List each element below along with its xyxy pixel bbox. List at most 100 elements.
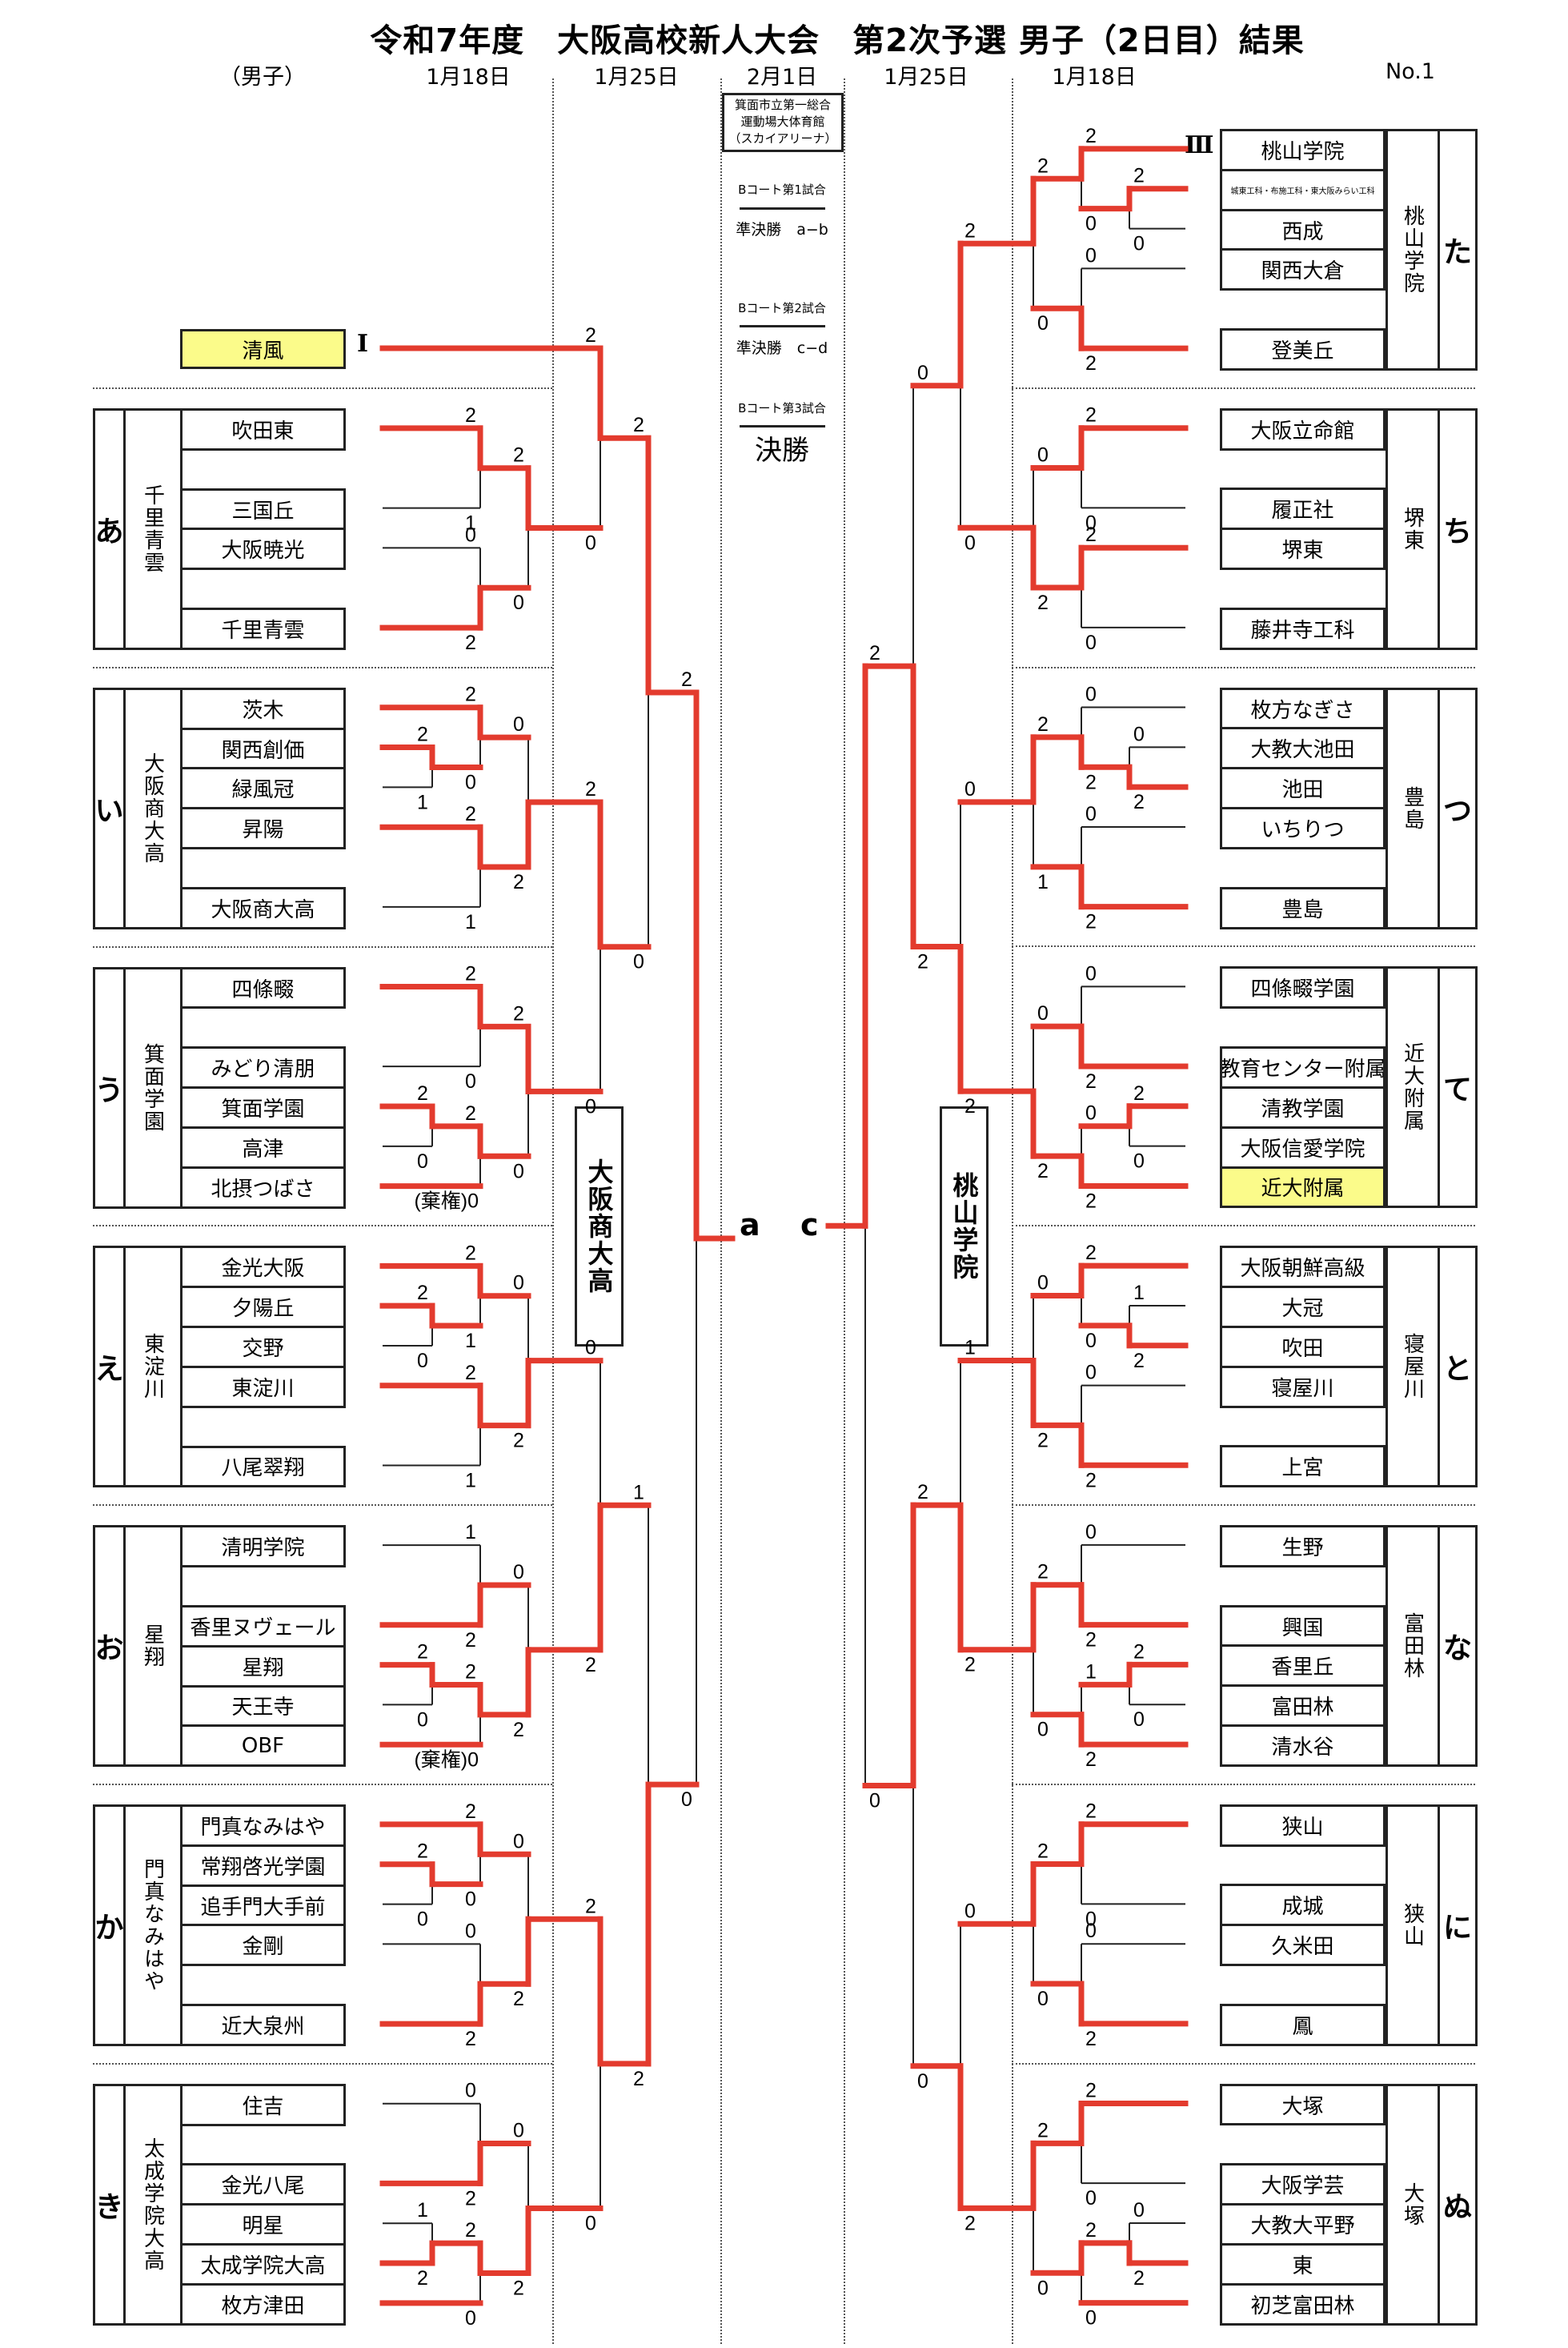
match-score: 2 (465, 963, 476, 985)
match-score: 2 (1085, 1190, 1097, 1212)
team-cell: 寝屋川 (1220, 1365, 1386, 1408)
match-score: 2 (1085, 771, 1097, 793)
date-center: 2月1日 (746, 65, 818, 90)
team-cell: 教育センター附属 (1220, 1046, 1386, 1089)
match-score: 2 (1037, 1160, 1049, 1182)
match-score: 2 (869, 642, 880, 664)
group-name: 箕面学園 (123, 966, 182, 1209)
match-score: 2 (465, 2187, 476, 2210)
column-divider (1012, 78, 1013, 2344)
group-separator (93, 1225, 552, 1227)
match-score: 0 (1085, 962, 1097, 985)
match-score: 2 (465, 1629, 476, 1652)
match-score: 0 (869, 1789, 880, 1812)
match-score: 0 (1133, 1150, 1145, 1173)
match-score: 2 (1085, 1629, 1097, 1652)
team-cell: 交野 (180, 1326, 346, 1368)
divider (740, 207, 825, 210)
match-score: 0 (1085, 512, 1097, 534)
team-cell: 履正社 (1220, 488, 1386, 531)
match-score: 2 (465, 404, 476, 427)
match-score: 2 (1037, 2119, 1049, 2141)
match-score: 0 (1085, 1102, 1097, 1125)
match-score: 0 (1037, 312, 1049, 335)
match-score: 0 (1085, 1362, 1097, 1384)
group-name: 桃山学院 (1386, 129, 1440, 371)
team-cell: 住吉 (180, 2083, 346, 2126)
match-score: 1 (633, 1481, 644, 1503)
group-separator (1012, 945, 1475, 948)
group-separator (1012, 2062, 1475, 2065)
team-cell: 北摂つばさ (180, 1166, 346, 1209)
match-score: 2 (585, 1895, 596, 1917)
team-cell: 香里丘 (1220, 1644, 1386, 1688)
match-score: 0 (1037, 444, 1049, 467)
match-score: 0 (1085, 1330, 1097, 1352)
match-score: 0 (1085, 803, 1097, 825)
column-divider (844, 78, 845, 2344)
group-separator (1012, 1783, 1475, 1785)
team-cell: 大教大池田 (1220, 727, 1386, 770)
match-score: 2 (1085, 524, 1097, 546)
match-score: 2 (1037, 713, 1049, 736)
seed-mark: Ⅰ (357, 330, 369, 358)
group-letter: て (1438, 966, 1478, 1209)
divider (740, 325, 825, 327)
match-score: 2 (513, 1430, 524, 1452)
match-score: 0 (465, 1070, 476, 1093)
group-name: 星翔 (123, 1525, 182, 1768)
group-name: 狭山 (1386, 1804, 1440, 2046)
match-score: 0 (1037, 1271, 1049, 1294)
team-cell: 清明学院 (180, 1525, 346, 1568)
team-cell: 初芝富田林 (1220, 2282, 1386, 2326)
match-score: 2 (1085, 2028, 1097, 2050)
match-score: 2 (1133, 2267, 1145, 2290)
team-cell: 大阪信愛学院 (1220, 1126, 1386, 1169)
team-cell: 清水谷 (1220, 1724, 1386, 1767)
match-score: 0 (1037, 1988, 1049, 2010)
team-cell: 太成学院大高 (180, 2243, 346, 2286)
match-score: 0 (1133, 1708, 1145, 1731)
match-score: 0 (585, 1095, 596, 1118)
match-score: 0 (1085, 1521, 1097, 1543)
match-score: 0 (1085, 2307, 1097, 2330)
match-score: 2 (1085, 911, 1097, 933)
match-score: (棄権)0 (414, 1748, 479, 1771)
match-score: 0 (1085, 2187, 1097, 2210)
match-score: 2 (1085, 1800, 1097, 1823)
match-score: 2 (465, 803, 476, 825)
match-score: 0 (964, 532, 976, 554)
match-score: 0 (417, 1708, 428, 1731)
match-score: 2 (513, 1988, 524, 2010)
match-score: 2 (1133, 165, 1145, 187)
match-score: 2 (1085, 2080, 1097, 2102)
team-cell: 枚方津田 (180, 2282, 346, 2326)
match-score: 0 (465, 1920, 476, 1942)
match-score: 1 (465, 1330, 476, 1352)
match-score: 2 (1133, 791, 1145, 813)
column-divider (720, 78, 722, 2344)
match-score: 2 (417, 1840, 428, 1863)
match-score: 2 (417, 1641, 428, 1664)
match-score: 2 (1133, 1082, 1145, 1105)
match-score: 2 (417, 1082, 428, 1105)
match-score: 2 (465, 1102, 476, 1125)
group-letter: つ (1438, 687, 1478, 929)
team-cell: 成城 (1220, 1884, 1386, 1927)
team-cell: 門真なみはや (180, 1804, 346, 1847)
team-cell: 三国丘 (180, 488, 346, 531)
team-cell: 豊島 (1220, 886, 1386, 929)
category-label: （男子） (219, 65, 306, 90)
match-score: 0 (465, 2080, 476, 2102)
match-score: 0 (585, 2213, 596, 2235)
match-score: 0 (417, 1350, 428, 1372)
match-score: 2 (585, 778, 596, 801)
match-score: 0 (1037, 1719, 1049, 1741)
match-score: 2 (1085, 404, 1097, 427)
team-cell: 大阪商大高 (180, 886, 346, 929)
team-cell: OBF (180, 1724, 346, 1768)
match-score: 1 (964, 1336, 976, 1359)
team-cell: 大教大平野 (1220, 2203, 1386, 2246)
match-score: 0 (465, 2307, 476, 2330)
match-score: 2 (465, 1661, 476, 1684)
